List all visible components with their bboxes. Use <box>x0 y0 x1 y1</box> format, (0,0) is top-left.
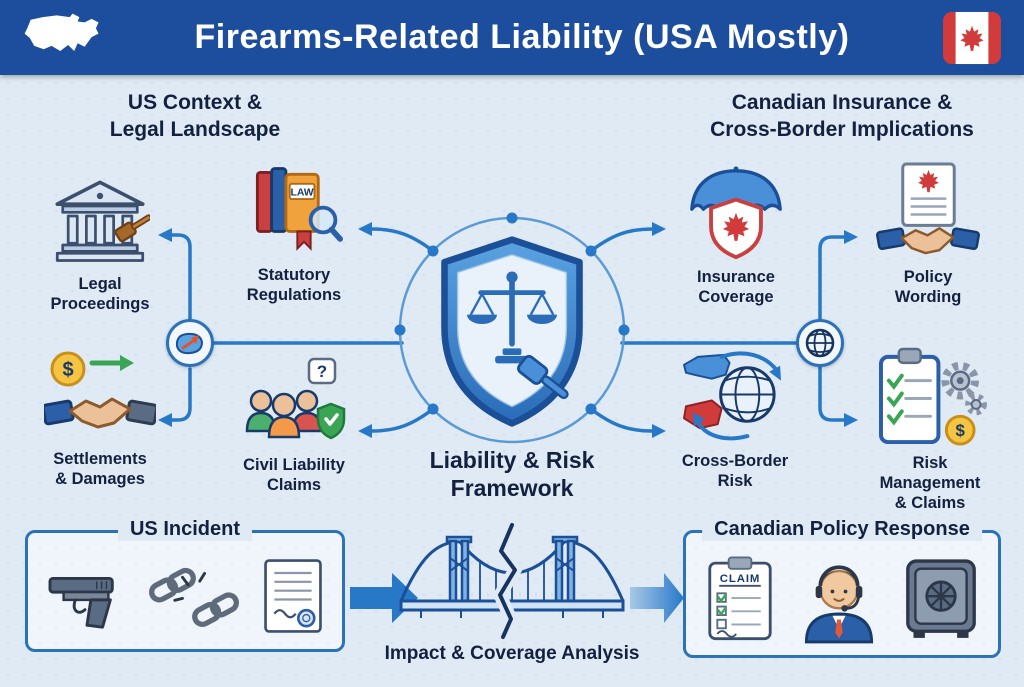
item-label: Risk Management & Claims <box>879 454 981 512</box>
map-pointer-icon <box>175 332 204 355</box>
item-cross-border-risk: Cross-Border Risk <box>675 345 795 492</box>
safe-vault-icon <box>906 559 977 638</box>
item-legal-proceedings: Legal Proceedings <box>42 173 158 315</box>
law-books-magnifier-icon: LAW <box>255 167 343 251</box>
incident-report-icon <box>264 559 322 633</box>
us-map-icon <box>24 13 99 51</box>
courthouse-gavel-icon <box>55 180 150 262</box>
dollar-sign: $ <box>956 421 966 440</box>
page-title: Firearms-Related Liability (USA Mostly) <box>194 18 850 56</box>
flow-arrow-bridge-to-canada <box>630 573 684 623</box>
item-settlements-damages: $ Settlements & Damages <box>40 347 160 490</box>
handshake-money-icon: $ <box>44 351 156 429</box>
canada-section-title: Canadian Insurance & Cross-Border Implic… <box>710 91 974 142</box>
us-incident-panel: US Incident <box>25 518 345 652</box>
canada-flag-icon <box>943 11 1001 64</box>
item-label: Statutory Regulations <box>246 266 342 304</box>
us-incident-icons <box>28 533 342 649</box>
canadian-response-panel: Canadian Policy Response CLAIM <box>683 518 1001 658</box>
maps-globe-arrows-icon <box>683 351 782 441</box>
people-claims-icon: ? <box>245 357 346 440</box>
header: Firearms-Related Liability (USA Mostly) <box>0 0 1024 75</box>
dollar-sign: $ <box>62 359 73 381</box>
law-label: LAW <box>290 187 313 198</box>
analysis-label: Impact & Coverage Analysis <box>384 643 640 664</box>
item-label: Insurance Coverage <box>697 268 775 306</box>
canadian-response-icons: CLAIM <box>686 533 998 655</box>
us-incident-title: US Incident <box>117 518 253 541</box>
item-label: Legal Proceedings <box>50 275 150 313</box>
connector-paths <box>170 227 846 433</box>
us-junction-node <box>166 319 214 367</box>
globe-icon <box>805 328 835 358</box>
broken-chain-icon <box>148 567 240 628</box>
item-risk-management-claims: $ Risk Management & Claims <box>868 345 992 513</box>
us-section-title: US Context & Legal Landscape <box>109 91 281 142</box>
item-label: Cross-Border Risk <box>681 452 789 490</box>
canadian-response-title: Canadian Policy Response <box>702 518 982 541</box>
document-handshake-icon <box>876 162 980 255</box>
item-statutory-regulations: LAW Statutory Regulations <box>238 161 350 306</box>
diagram-canvas: US Context & Legal Landscape Canadian In… <box>0 75 1024 687</box>
connector-arrowheads <box>158 222 858 438</box>
cracked-bridge-icon <box>399 522 625 640</box>
item-label: Policy Wording <box>894 268 962 306</box>
question-mark: ? <box>317 362 327 381</box>
hub-label: Liability & Risk Framework <box>429 447 595 501</box>
item-label: Civil Liability Claims <box>243 456 345 494</box>
item-policy-wording: Policy Wording <box>872 161 984 308</box>
pistol-icon <box>48 577 114 629</box>
umbrella-maple-shield-icon <box>690 166 782 260</box>
hub-dots <box>394 212 630 415</box>
claim-form-icon: CLAIM <box>708 556 772 641</box>
shield-scales-gavel-icon <box>441 236 583 427</box>
analysis-group: Impact & Coverage Analysis <box>385 513 639 665</box>
claim-label: CLAIM <box>719 573 760 585</box>
support-agent-icon <box>804 565 874 644</box>
canada-junction-node <box>796 319 844 367</box>
item-insurance-coverage: Insurance Coverage <box>680 165 792 308</box>
clipboard-gears-coin-icon: $ <box>879 347 987 446</box>
item-civil-liability-claims: ? Civil Liability Claims <box>235 353 353 496</box>
item-label: Settlements & Damages <box>53 450 147 488</box>
